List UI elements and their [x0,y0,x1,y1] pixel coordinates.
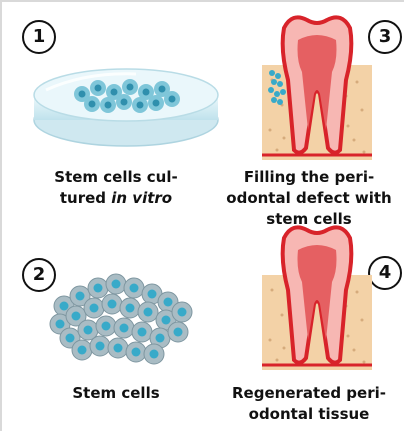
stem-cell-nucleus [126,304,135,313]
stem-cell-nucleus [56,320,65,329]
stem-cell-nucleus [138,328,147,337]
step-number-4: 4 [368,256,402,290]
stem-cell-nucleus [96,342,105,351]
stem-cell-nucleus [114,344,123,353]
stem-cell-nucleus [90,304,99,313]
stem-cell-nucleus [78,346,87,355]
stem-cell-nucleus [164,298,173,307]
step-number-3: 3 [368,20,402,54]
stem-cell-nucleus [66,334,75,343]
step-number-1: 1 [22,20,56,54]
tooth-defect-illustration [262,10,372,160]
stem-cell-nucleus [130,284,139,293]
stem-cell-nucleus [76,292,85,301]
stem-cell-nucleus [174,328,183,337]
stem-cell-nucleus [84,326,93,335]
stem-cell-nucleus [108,300,117,309]
stem-cell-nucleus [156,334,165,343]
frame-left-line [0,0,2,431]
caption-step-2: Stem cells [36,383,196,404]
stem-cell-nucleus [72,312,81,321]
stem-cell-nucleus [102,322,111,331]
stem-cell-nucleus [162,316,171,325]
stem-cell-nucleus [144,308,153,317]
stem-cell-nucleus [120,324,129,333]
stem-cell-nucleus [148,290,157,299]
caption-step-1: Stem cells cul- tured in vitro [36,167,196,209]
stem-cell-cluster-illustration [42,266,202,366]
caption-step-4: Regenerated peri- odontal tissue [218,383,400,425]
stem-cell-nucleus [112,280,121,289]
regenerated-tooth-illustration [262,220,372,370]
petri-dish-illustration [26,50,226,160]
stem-cell-nucleus [94,284,103,293]
stem-cell-nucleus [150,350,159,359]
stem-cell-nucleus [178,308,187,317]
frame-top-line [0,0,404,2]
stem-cell-nucleus [132,348,141,357]
stem-cell-nucleus [60,302,69,311]
